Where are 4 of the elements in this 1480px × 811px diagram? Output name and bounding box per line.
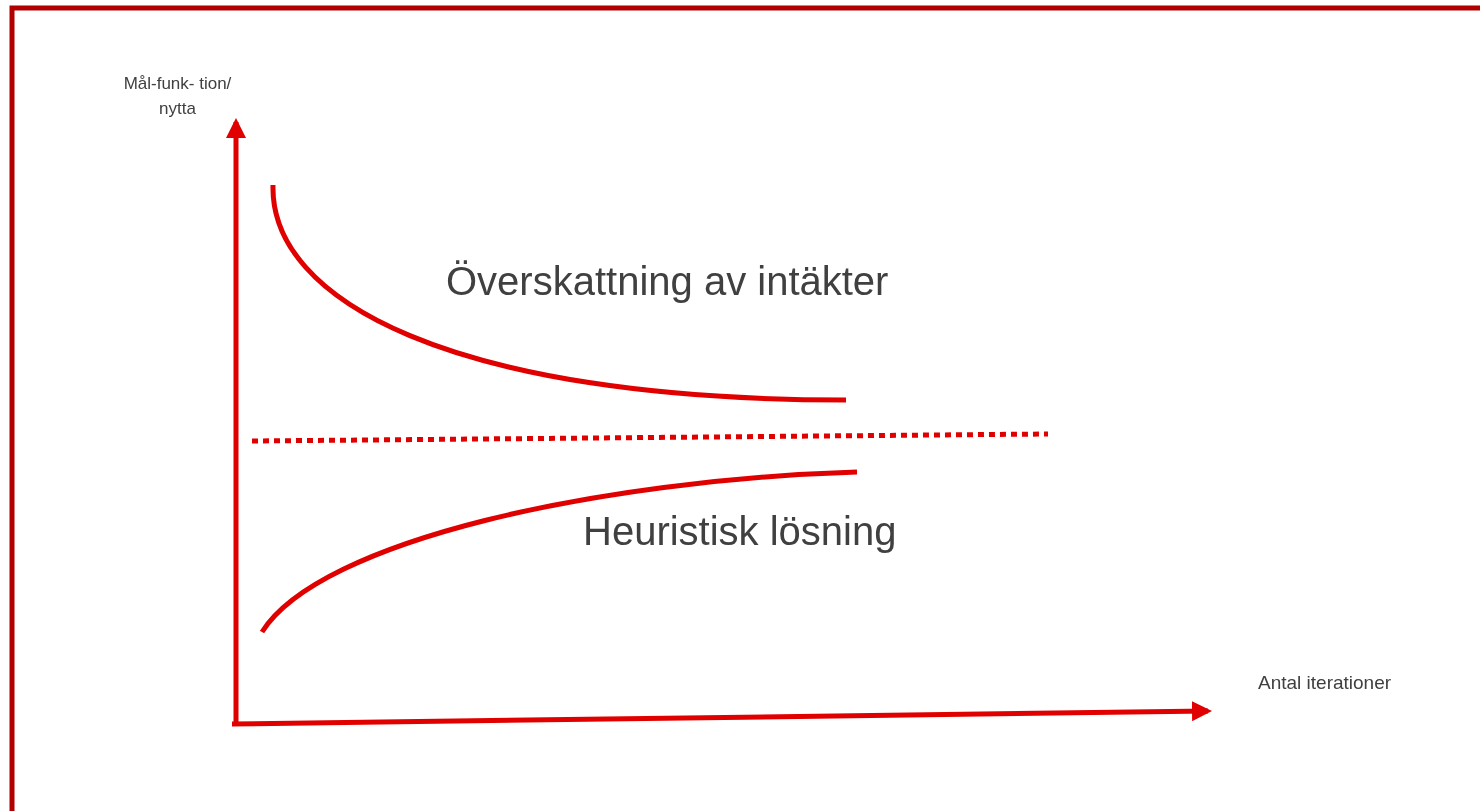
curve-label: Överskattning av intäkter bbox=[446, 258, 889, 305]
axis-title: Mål-funk- tion/ nytta bbox=[122, 73, 233, 120]
axis-title: Antal iterationer bbox=[1258, 671, 1392, 695]
curve-label: Heuristisk lösning bbox=[583, 508, 897, 555]
